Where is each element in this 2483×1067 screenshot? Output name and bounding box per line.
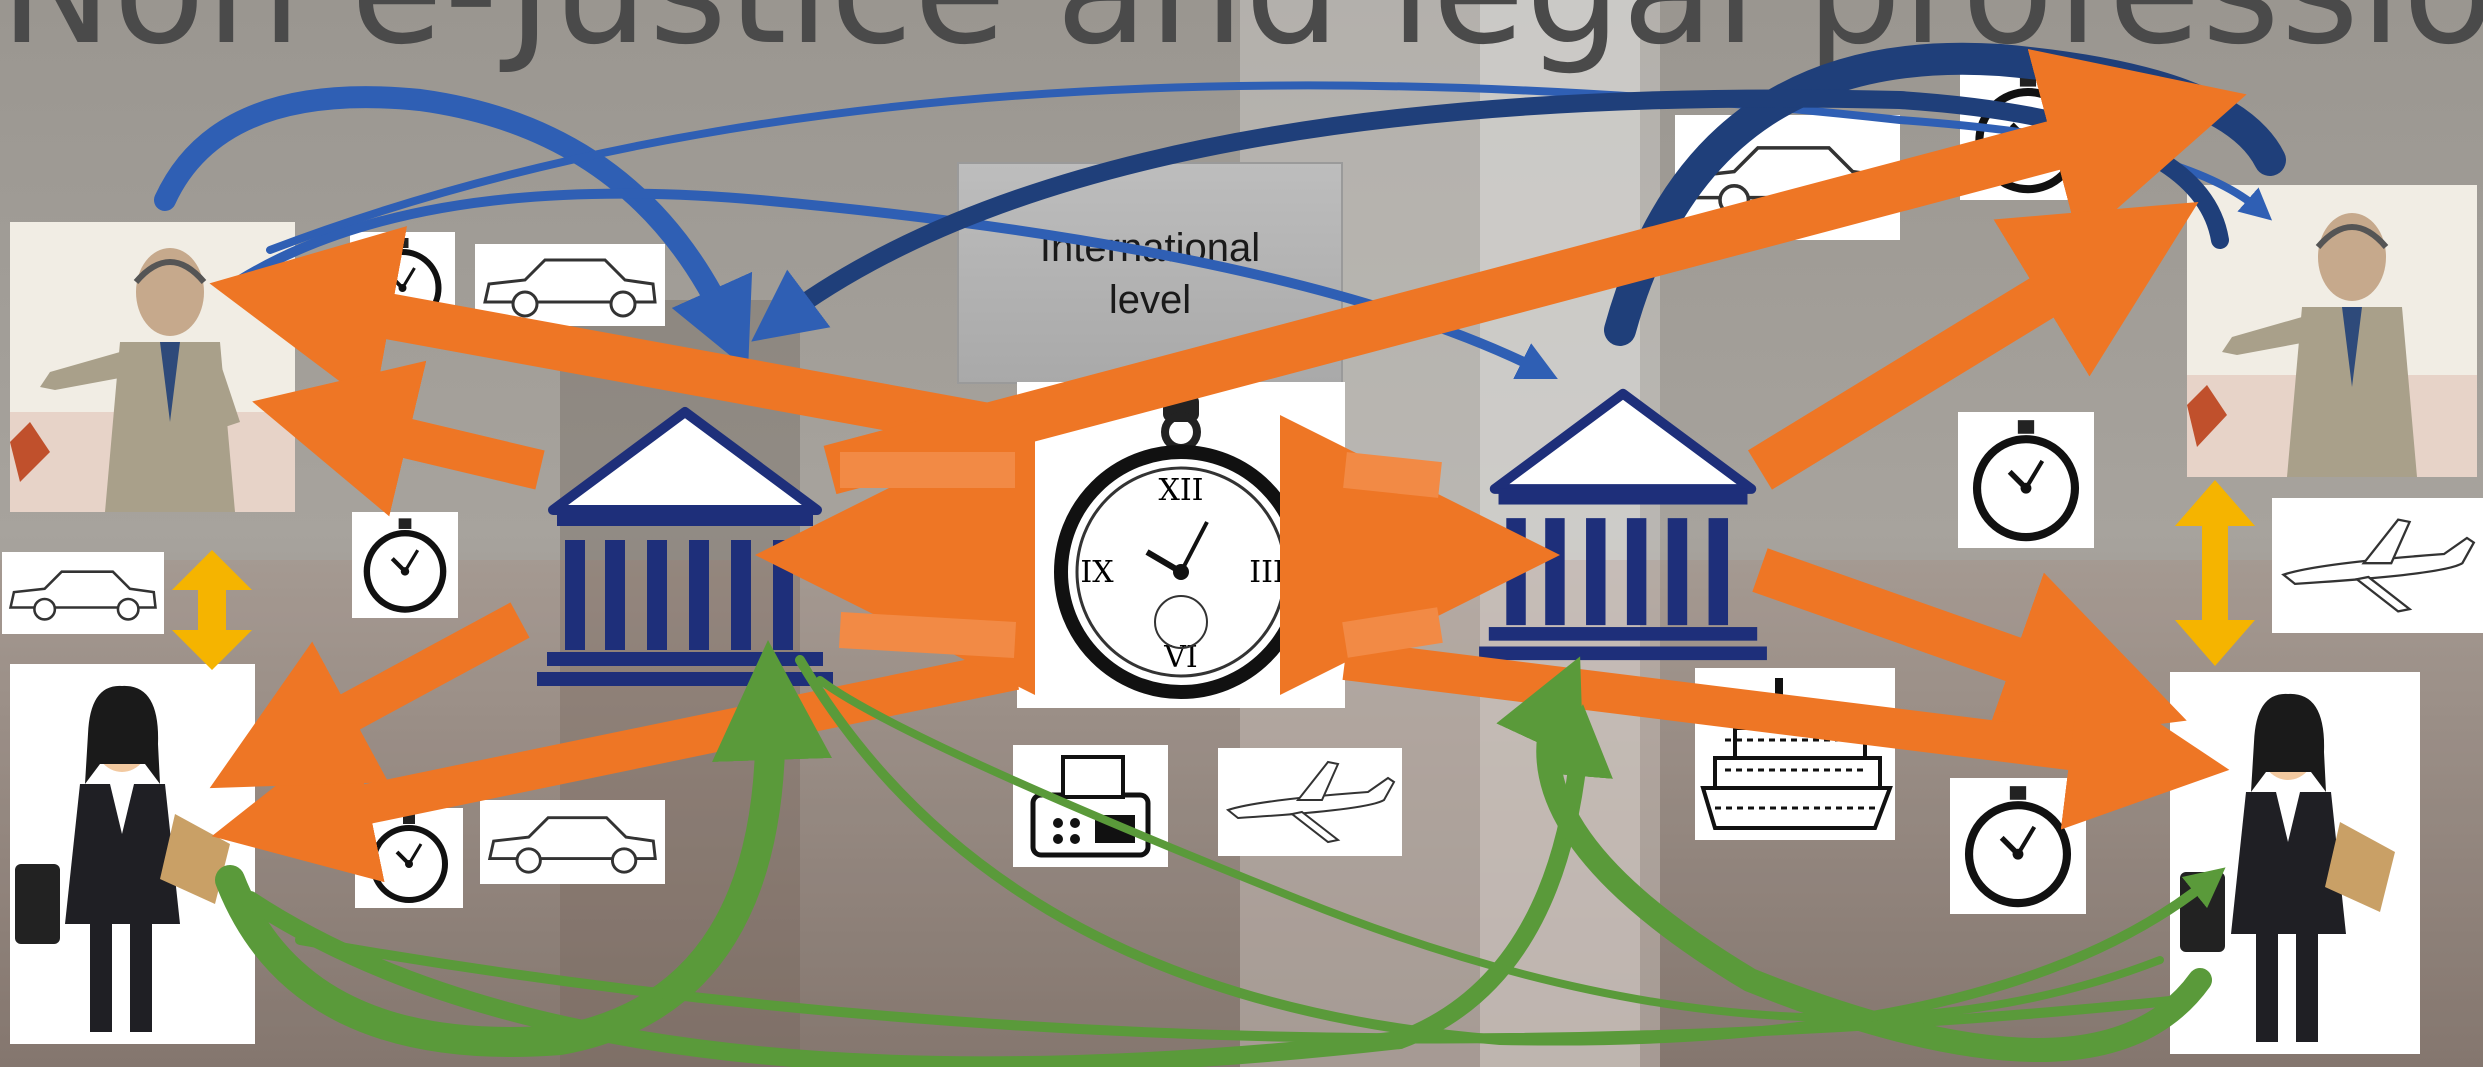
fax-machine-icon [1013, 745, 1168, 867]
pocket-watch-icon [350, 232, 455, 332]
car-icon [1675, 115, 1900, 240]
courthouse-icon-left [535, 400, 835, 690]
slide-title: Non e-Justice and legal professionals [0, 0, 2483, 78]
lawyer-woman-right [2170, 672, 2420, 1054]
car-icon [2, 552, 164, 634]
pocket-watch-icon [1960, 65, 2096, 200]
ship-icon [1695, 668, 1895, 840]
international-level-box: International level [957, 162, 1343, 384]
pocket-watch-icon-center: XII III VI IX [1017, 382, 1345, 708]
airplane-icon [2272, 498, 2483, 633]
airplane-icon [1218, 748, 1402, 856]
car-icon [475, 244, 665, 326]
pocket-watch-icon [352, 512, 458, 618]
svg-text:XII: XII [1158, 473, 1203, 508]
international-label-line2: level [1108, 278, 1192, 322]
lawyer-woman-left [10, 664, 255, 1044]
svg-text:III: III [1249, 555, 1285, 590]
courthouse-icon-right [1477, 382, 1769, 664]
lawyer-man-right [2187, 185, 2477, 477]
pocket-watch-icon [1958, 412, 2094, 548]
lawyer-man-left [10, 222, 295, 512]
international-label-line1: International [1039, 226, 1261, 270]
car-icon [480, 800, 665, 884]
pocket-watch-icon [1950, 778, 2086, 914]
pocket-watch-icon [355, 808, 463, 908]
svg-text:IX: IX [1080, 555, 1114, 590]
